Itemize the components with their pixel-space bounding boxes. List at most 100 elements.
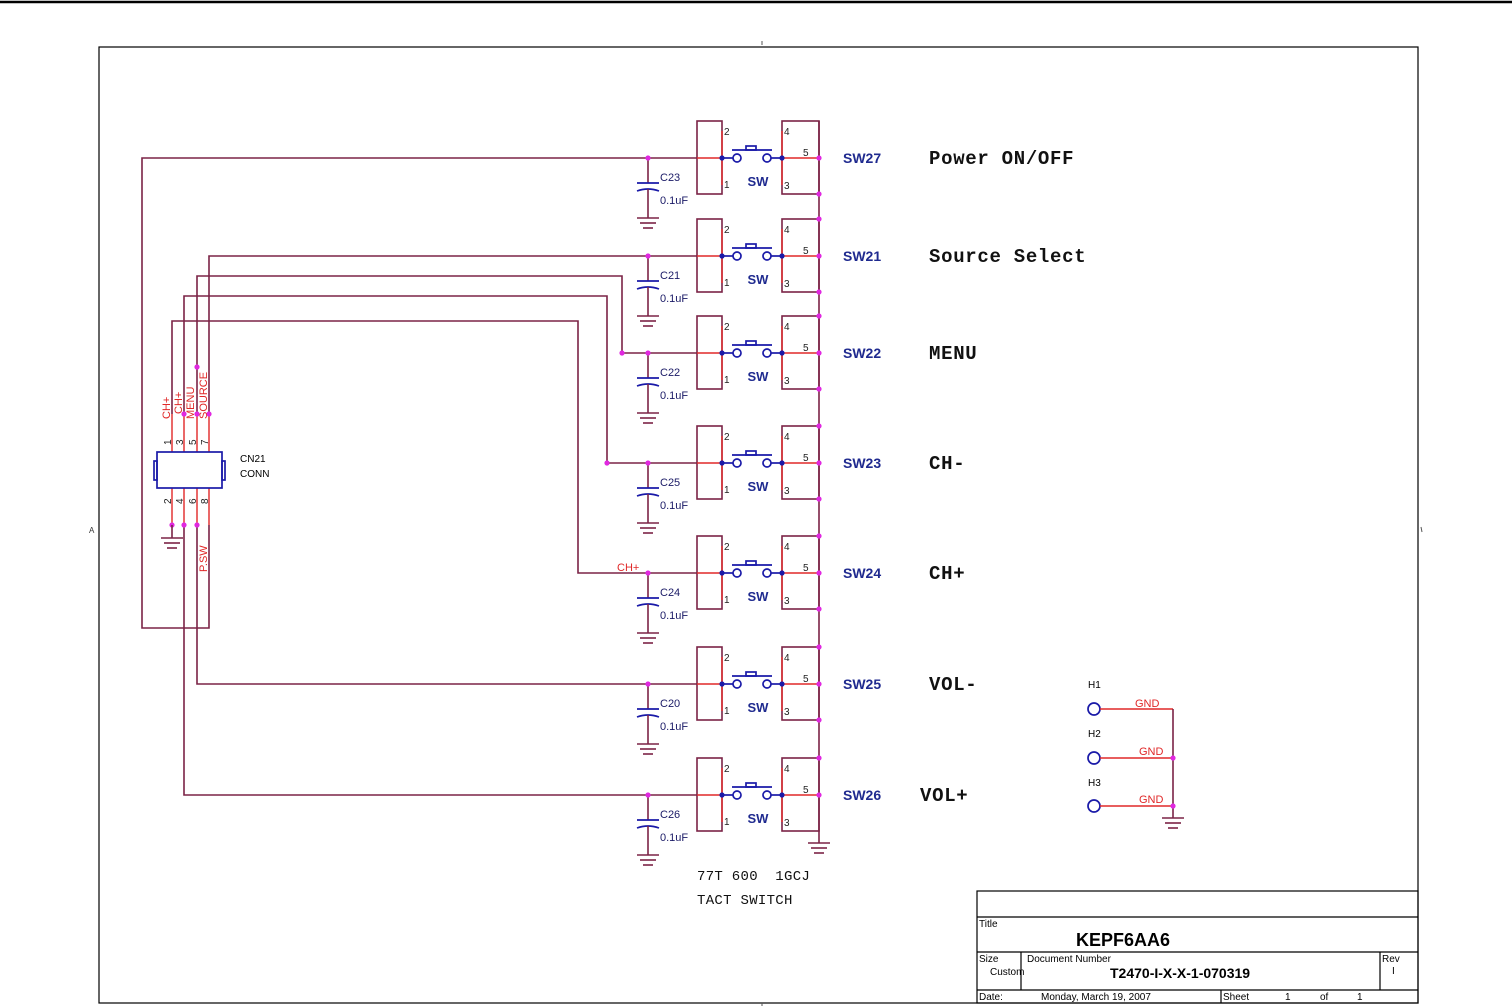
- switch-contact: [762, 568, 772, 578]
- switch-pin-number: 3: [784, 279, 790, 290]
- switch-contact: [762, 679, 772, 689]
- switch-node-dot: [779, 155, 785, 161]
- junction-dot: [816, 350, 822, 356]
- connector-net-label: MENU: [185, 387, 197, 419]
- switch-pin-number: 1: [724, 180, 730, 191]
- capacitor-ref: C21: [660, 270, 680, 282]
- connector-bottom-net-label: P.SW: [198, 545, 210, 572]
- document-number-label: Document Number: [1027, 954, 1112, 965]
- wire-sw21-source: [208, 255, 697, 414]
- connector-tab-left: [153, 460, 158, 481]
- junction-dot: [816, 681, 822, 687]
- capacitor-value: 0.1uF: [660, 500, 688, 512]
- switch-pin-number: 4: [784, 322, 790, 333]
- junction-dot: [206, 411, 212, 417]
- capacitor-ref: C26: [660, 809, 680, 821]
- switch-node-dot: [719, 155, 725, 161]
- sheet-number: 1: [1285, 992, 1291, 1003]
- switch-pin-number: 2: [724, 542, 730, 553]
- junction-dot: [645, 681, 651, 687]
- switch-pin-number: 4: [784, 764, 790, 775]
- switch-contact: [732, 153, 742, 163]
- switch-ref: SW24: [843, 565, 881, 581]
- junction-dot: [816, 570, 822, 576]
- document-number: T2470-I-X-X-1-070319: [1110, 965, 1250, 981]
- hole-ref: H3: [1088, 778, 1101, 789]
- switch-pin-number: 5: [803, 453, 809, 464]
- switch-ref: SW27: [843, 150, 881, 166]
- connector-body: [156, 451, 223, 489]
- part-description-note: TACT SWITCH: [697, 893, 793, 909]
- switch-node-dot: [719, 681, 725, 687]
- date-value: Monday, March 19, 2007: [1041, 992, 1151, 1003]
- connector-net-label: CH+: [173, 392, 185, 414]
- hole-ref: H1: [1088, 680, 1101, 691]
- border-tick-right: [1420, 526, 1423, 533]
- switch-pin-number: 3: [784, 376, 790, 387]
- junction-dot: [645, 253, 651, 259]
- switch-pin-number: 3: [784, 707, 790, 718]
- switch-contact: [732, 458, 742, 468]
- junction-dot: [816, 191, 822, 197]
- capacitor-value: 0.1uF: [660, 293, 688, 305]
- switch-plunger-button: [745, 450, 757, 456]
- junction-dot: [194, 411, 200, 417]
- switch-pin-number: 1: [724, 706, 730, 717]
- switch-function-label: VOL-: [929, 674, 977, 696]
- connector-tab-right: [221, 460, 226, 481]
- switch-pin-number: 2: [724, 225, 730, 236]
- switch-pin-number: 5: [803, 148, 809, 159]
- connector-pin-number: 7: [200, 439, 211, 445]
- sheet-total: 1: [1357, 992, 1363, 1003]
- switch-pin-number: 2: [724, 432, 730, 443]
- border-zone-mark: A: [89, 526, 95, 535]
- switch-symbol-label: SW: [748, 589, 770, 604]
- switch-pin-number: 1: [724, 595, 730, 606]
- switch-pin-number: 2: [724, 322, 730, 333]
- junction-dot: [645, 350, 651, 356]
- switch-node-dot: [719, 253, 725, 259]
- switch-node-dot: [719, 350, 725, 356]
- junction-dot: [816, 606, 822, 612]
- junction-dot: [816, 253, 822, 259]
- switch-ref: SW25: [843, 676, 881, 692]
- switch-node-dot: [779, 681, 785, 687]
- sheet-border: [98, 46, 1419, 1004]
- junction-dot: [816, 755, 822, 761]
- junction-dot: [816, 792, 822, 798]
- switch-function-label: Power ON/OFF: [929, 148, 1074, 170]
- switch-contact: [762, 790, 772, 800]
- connector-pin-number: 4: [175, 498, 186, 504]
- switch-pin-number: 1: [724, 817, 730, 828]
- junction-dot: [181, 522, 187, 528]
- switch-pin-number: 1: [724, 485, 730, 496]
- connector-ref: CN21: [240, 454, 266, 465]
- switch-contact: [762, 458, 772, 468]
- junction-dot: [645, 460, 651, 466]
- capacitor-value: 0.1uF: [660, 195, 688, 207]
- switch-node-dot: [719, 460, 725, 466]
- capacitor-value: 0.1uF: [660, 610, 688, 622]
- size-value: Custom: [990, 967, 1024, 978]
- junction-dot: [816, 216, 822, 222]
- connector-pin-number: 8: [200, 498, 211, 504]
- wire-sw26: [183, 525, 697, 796]
- connector-net-label: CH+: [161, 397, 173, 419]
- switch-plunger-button: [745, 145, 757, 151]
- junction-dot: [816, 313, 822, 319]
- capacitor-ref: C20: [660, 698, 680, 710]
- switch-node-dot: [779, 253, 785, 259]
- wire-sw27-psw: [141, 157, 697, 629]
- junction-dot: [1170, 755, 1176, 761]
- switch-plunger-button: [745, 782, 757, 788]
- switch-symbol-label: SW: [748, 369, 770, 384]
- junction-dot: [816, 496, 822, 502]
- switch-pin-number: 2: [724, 764, 730, 775]
- junction-dot: [604, 460, 610, 466]
- switch-function-label: CH+: [929, 563, 965, 585]
- switch-pin-number: 4: [784, 542, 790, 553]
